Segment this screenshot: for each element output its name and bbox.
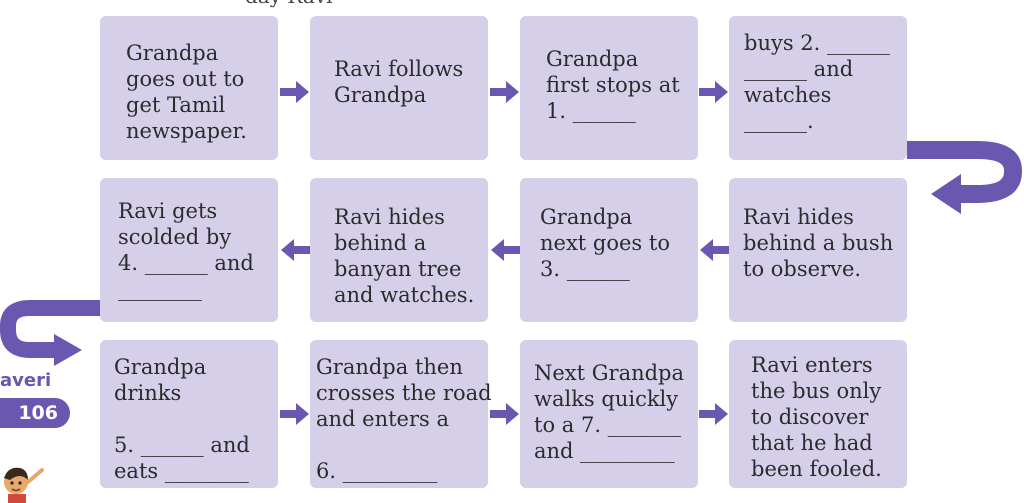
page-number-tab: 106 [0,398,70,428]
flow-box-text: buys 2. ______ ______ and watches ______… [744,31,890,133]
flow-box-text: Grandpa goes out to get Tamil newspaper. [126,41,247,143]
page-number: 106 [18,402,58,424]
u-turn-arrow-left-icon [0,300,100,366]
flow-box-3: Grandpa first stops at 1. ______ [520,16,698,160]
arrow-left-icon [700,239,729,261]
flow-box-text: Grandpa drinks 5. ______ and eats ______… [114,355,250,483]
side-label: averi [0,370,52,391]
arrow-right-icon [280,81,309,103]
u-turn-arrow-right-icon [907,141,1022,214]
flow-box-text: Ravi hides behind a bush to observe. [743,205,894,281]
top-fragment-text: day Ravi [245,0,333,8]
arrow-right-icon [490,403,519,425]
arrow-left-icon [491,239,520,261]
flow-box-text: Ravi follows Grandpa [334,57,464,107]
arrow-right-icon [699,81,728,103]
arrow-right-icon [699,403,728,425]
arrow-right-icon [490,81,519,103]
flow-box-text: Grandpa then crosses the road and enters… [316,355,492,483]
flow-box-text: Ravi hides behind a banyan tree and watc… [334,205,475,307]
flow-box-9: Grandpa drinks 5. ______ and eats ______… [100,340,278,488]
mascot-character-icon [4,467,44,503]
flow-box-text: Grandpa next goes to 3. ______ [540,205,670,281]
flow-box-6: Ravi hides behind a banyan tree and watc… [310,178,488,322]
arrow-right-icon [280,403,309,425]
flow-box-text: Ravi gets scolded by 4. ______ and _____… [118,199,254,301]
flow-box-12: Ravi enters the bus only to discover tha… [729,340,907,488]
flow-box-5: Ravi gets scolded by 4. ______ and _____… [100,178,278,322]
arrow-left-icon [281,239,310,261]
flow-box-8: Ravi hides behind a bush to observe. [729,178,907,322]
flow-box-text: Grandpa first stops at 1. ______ [546,47,680,123]
flow-box-7: Grandpa next goes to 3. ______ [520,178,698,322]
flow-box-11: Next Grandpa walks quickly to a 7. _____… [520,340,698,488]
flow-box-text: Ravi enters the bus only to discover tha… [751,353,882,481]
flow-box-2: Ravi follows Grandpa [310,16,488,160]
flow-box-text: Next Grandpa walks quickly to a 7. _____… [534,361,685,463]
flow-box-1: Grandpa goes out to get Tamil newspaper. [100,16,278,160]
flow-box-10: Grandpa then crosses the road and enters… [310,340,492,488]
flow-box-4: buys 2. ______ ______ and watches ______… [729,16,907,160]
